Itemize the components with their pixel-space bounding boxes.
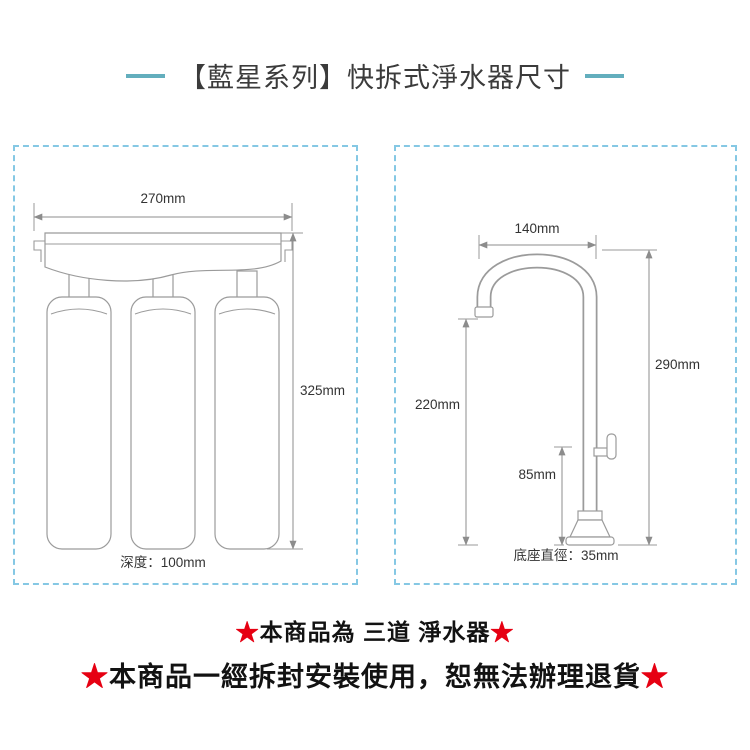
base-flange — [569, 519, 611, 538]
page-title: 【藍星系列】快拆式淨水器尺寸 — [179, 63, 571, 93]
cartridge-cap-line — [50, 308, 108, 315]
handle-knob — [606, 433, 617, 460]
filter-dimension-panel: 270mm — [13, 145, 358, 585]
filter-diagram: 270mm — [33, 191, 345, 570]
faucet-spout-height-label: 220mm — [415, 397, 460, 412]
filter-depth-label: 深度：100mm — [120, 555, 206, 570]
spout-nozzle — [474, 306, 494, 318]
filter-width-label: 270mm — [140, 191, 185, 206]
base-plate — [565, 536, 615, 546]
dimension-panels: 270mm — [0, 145, 750, 585]
product-type-text: 本商品為 三道 淨水器 — [259, 619, 491, 645]
return-policy-text: 本商品一經拆封安裝使用，恕無法辦理退貨 — [109, 662, 641, 692]
footer-notes: ★本商品為 三道 淨水器★ ★本商品一經拆封安裝使用，恕無法辦理退貨★ — [0, 613, 750, 694]
star-icon: ★ — [490, 619, 515, 645]
manifold-head — [44, 232, 282, 282]
right-mount-bracket — [281, 240, 293, 262]
product-type-note: ★本商品為 三道 淨水器★ — [0, 613, 750, 647]
base-collar — [577, 510, 603, 521]
filter-height-dimension: 325mm — [267, 232, 345, 550]
faucet-diagram: 140mm 220mm — [415, 221, 700, 563]
cartridge-cap-line — [134, 308, 192, 315]
faucet-body-height-dimension: 85mm — [518, 446, 572, 546]
faucet-dimension-panel: 140mm 220mm — [394, 145, 737, 585]
filter-cartridge-3 — [214, 296, 280, 550]
star-icon: ★ — [641, 662, 669, 692]
faucet-spout-width-label: 140mm — [514, 221, 559, 236]
gooseneck-tube-inner — [478, 255, 596, 515]
filter-cartridge-2 — [130, 296, 196, 550]
left-mount-bracket — [33, 240, 45, 262]
faucet-total-height-label: 290mm — [655, 357, 700, 372]
star-icon: ★ — [235, 619, 260, 645]
cartridge-cap-line — [218, 308, 276, 315]
title-banner: 【藍星系列】快拆式淨水器尺寸 — [0, 56, 750, 95]
faucet-spout-width-dimension: 140mm — [478, 221, 597, 259]
filter-width-dimension: 270mm — [33, 191, 293, 231]
cartridge-neck — [236, 270, 258, 300]
filter-cartridge-1 — [46, 296, 112, 550]
title-line-right — [585, 73, 624, 78]
faucet-drawing — [474, 253, 617, 546]
title-line-left — [126, 73, 165, 78]
filter-height-label: 325mm — [300, 383, 345, 398]
star-icon: ★ — [81, 662, 109, 692]
faucet-body-height-label: 85mm — [518, 467, 556, 482]
return-policy-note: ★本商品一經拆封安裝使用，恕無法辦理退貨★ — [0, 655, 750, 694]
faucet-base-diameter-label: 底座直徑：35mm — [513, 548, 618, 563]
filter-unit-drawing — [33, 232, 293, 550]
faucet-total-height-dimension: 290mm — [602, 249, 700, 546]
faucet-spout-height-dimension: 220mm — [415, 318, 478, 546]
